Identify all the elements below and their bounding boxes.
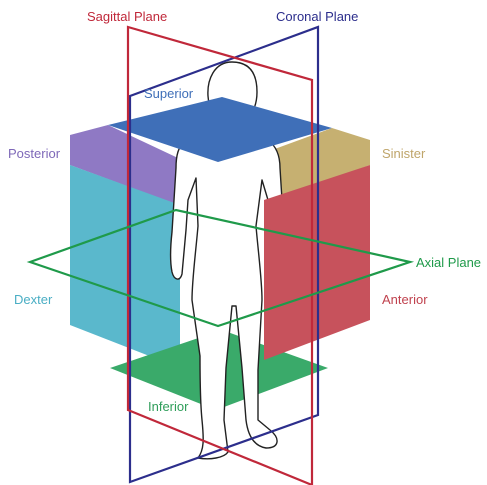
inferior-label: Inferior (148, 399, 189, 414)
anterior-label: Anterior (382, 292, 428, 307)
axial-plane-label: Axial Plane (416, 255, 481, 270)
sagittal-plane-label: Sagittal Plane (87, 9, 167, 24)
sinister-label: Sinister (382, 146, 426, 161)
superior-label: Superior (144, 86, 194, 101)
coronal-plane-label: Coronal Plane (276, 9, 358, 24)
dexter-label: Dexter (14, 292, 53, 307)
posterior-label: Posterior (8, 146, 61, 161)
